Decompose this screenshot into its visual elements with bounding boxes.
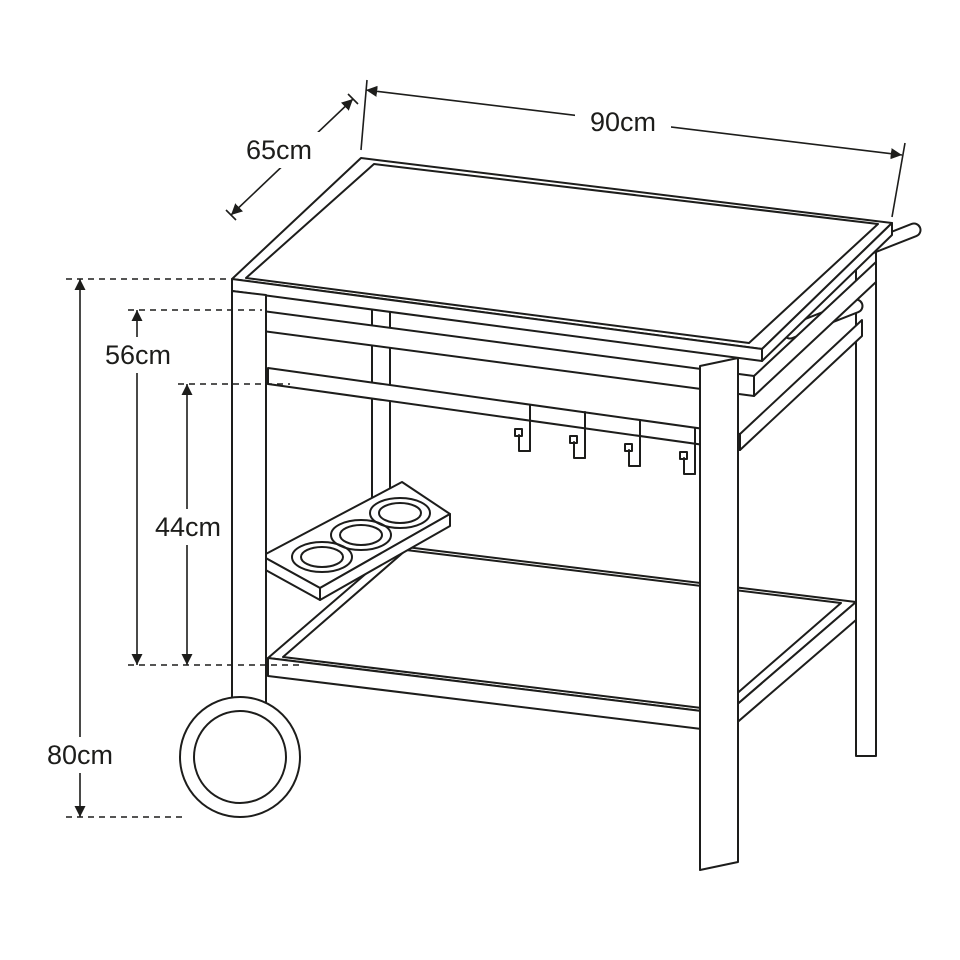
wheel-tyre [179,696,301,818]
hook [569,411,586,459]
hook [514,404,531,452]
wheel-rim [193,710,287,804]
depth-label-background [231,132,327,168]
rail-to-shelf-dimension-label: 44cm [155,512,221,542]
depth-dimension: 65cm [225,93,359,221]
height-dimension: 80cm [38,278,228,818]
rail-to-shelf-label-background [146,509,230,545]
front-right-leg [699,357,739,871]
back-right-leg [855,239,877,757]
width-dimension: 90cm [360,79,906,218]
bottom-shelf-inner-rim [282,549,842,711]
tabletop [231,157,893,362]
bottle-ring [291,541,353,573]
bottle-ring-inner [378,502,422,524]
bottle-ring-inner [300,546,344,568]
bottle-ring [369,497,431,529]
dimension-annotations: 90cm 65cm 80cm 56cm [38,79,906,818]
width-label-background [575,104,671,140]
bottle-ring-inner [339,524,383,546]
side-apron [753,261,877,397]
width-extension-right [891,142,906,218]
hook-rail-side [739,319,863,451]
top-to-shelf-dimension-label: 56cm [105,340,171,370]
height-dimension-label: 80cm [47,740,113,770]
wheel [179,696,301,818]
tabletop-side-edge [761,222,893,362]
front-left-leg [231,290,267,713]
bottle-holder [261,481,451,601]
hook [624,419,641,467]
bottle-ring [330,519,392,551]
top-to-shelf-dimension: 56cm [96,309,300,666]
height-label-background [38,737,122,773]
top-to-shelf-label-background [96,337,180,373]
depth-dimension-label: 65cm [246,135,312,165]
width-dimension-label: 90cm [590,107,656,137]
tool-hooks [514,404,696,475]
cart-drawing [179,157,922,871]
rail-to-shelf-dimension: 44cm [146,383,290,665]
hook [679,427,696,475]
